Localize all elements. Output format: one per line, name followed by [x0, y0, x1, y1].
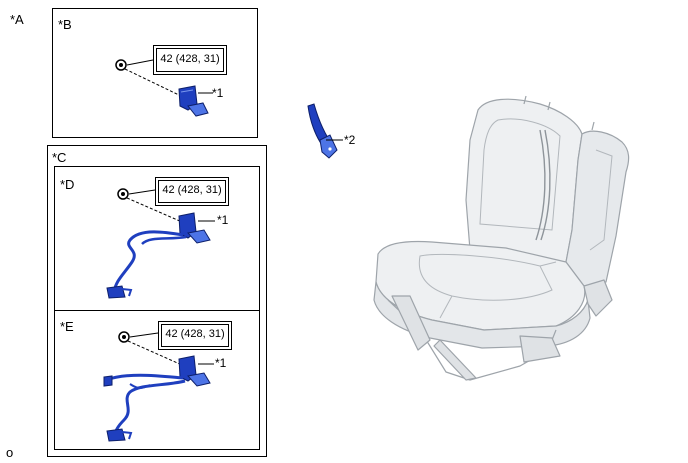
frame-c — [47, 145, 267, 457]
label-part1-b: *1 — [212, 86, 224, 100]
torque-box-e: 42 (428, 31) — [158, 321, 232, 350]
label-d: *D — [60, 177, 75, 192]
frame-e — [54, 310, 260, 450]
torque-value-b: 42 (428, 31) — [156, 48, 224, 72]
label-part2: *2 — [344, 133, 356, 147]
strap-part-icon — [307, 103, 338, 159]
torque-value-e: 42 (428, 31) — [161, 324, 229, 347]
buckle-part-icon — [178, 85, 209, 117]
label-c: *C — [52, 150, 67, 165]
corner-label: o — [6, 445, 14, 460]
label-e: *E — [60, 319, 74, 334]
label-part1-e: *1 — [215, 356, 227, 370]
frame-b — [52, 8, 258, 138]
torque-box-b: 42 (428, 31) — [153, 45, 227, 75]
label-b: *B — [58, 17, 72, 32]
buckle-with-harness-icon — [106, 212, 211, 299]
label-a: *A — [10, 12, 24, 27]
torque-value-d: 42 (428, 31) — [158, 180, 226, 203]
label-part1-d: *1 — [217, 213, 229, 227]
torque-box-d: 42 (428, 31) — [155, 177, 229, 206]
buckle-with-harness-icon — [103, 355, 211, 442]
